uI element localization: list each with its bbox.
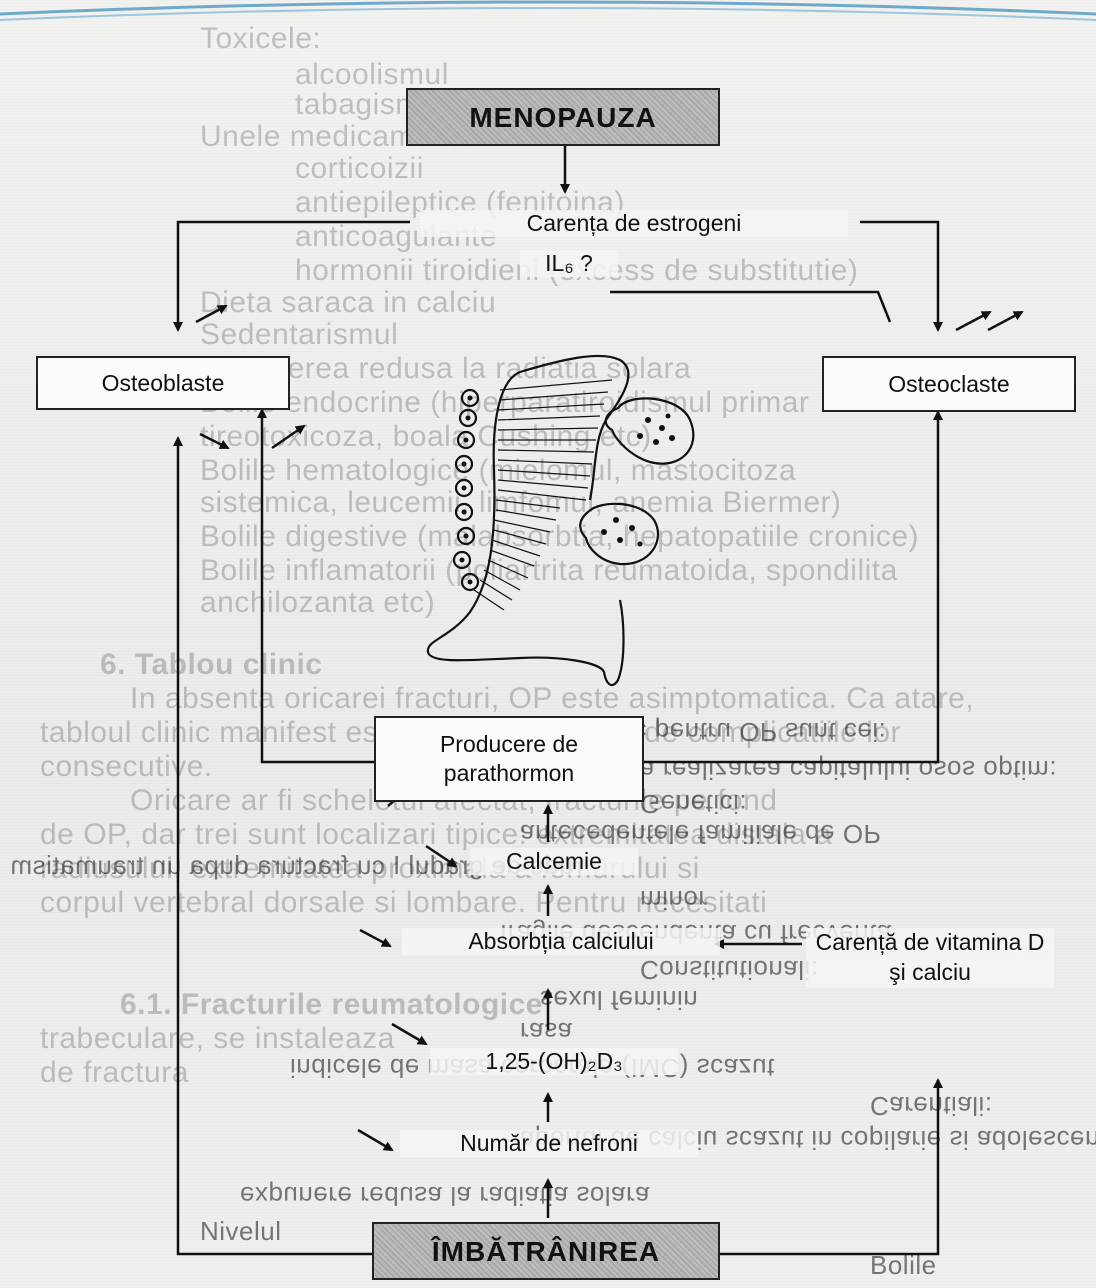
node-absorbtia-calciului: Absorbția calciului bbox=[402, 928, 720, 955]
arrow-parathormon-to-osteoclaste bbox=[640, 412, 938, 762]
arrow-carenta-to-osteoclaste bbox=[860, 222, 938, 330]
node-carenta-vitamina-d: Carență de vitamina D şi calciu bbox=[806, 928, 1054, 988]
node-il6: IL₆ ? bbox=[520, 250, 618, 277]
node-producere-parathormon: Producere de parathormon bbox=[374, 716, 644, 802]
node-imbatranirea: ÎMBĂTRÂNIREA bbox=[372, 1222, 720, 1280]
node-vitamina-d-metabolit: 1,25-(OH)₂D₃ bbox=[430, 1048, 678, 1075]
node-osteoblaste: Osteoblaste bbox=[36, 356, 290, 410]
node-numar-nefroni: Număr de nefroni bbox=[400, 1130, 698, 1157]
node-carenta-estrogeni: Carența de estrogeni bbox=[420, 210, 848, 237]
arrow-il6-to-osteoclaste bbox=[610, 292, 890, 322]
arrow-imbatranirea-to-osteoblaste bbox=[178, 438, 372, 1254]
bone-remodeling-illustration bbox=[428, 356, 693, 685]
arrow-imbatranirea-to-carenta-vitd bbox=[720, 1080, 938, 1254]
arrow-parathormon-to-osteoblaste bbox=[262, 410, 376, 762]
node-osteoclaste: Osteoclaste bbox=[822, 356, 1076, 412]
node-menopauza: MENOPAUZA bbox=[406, 88, 720, 146]
node-calcemie: Calcemie bbox=[470, 848, 638, 875]
